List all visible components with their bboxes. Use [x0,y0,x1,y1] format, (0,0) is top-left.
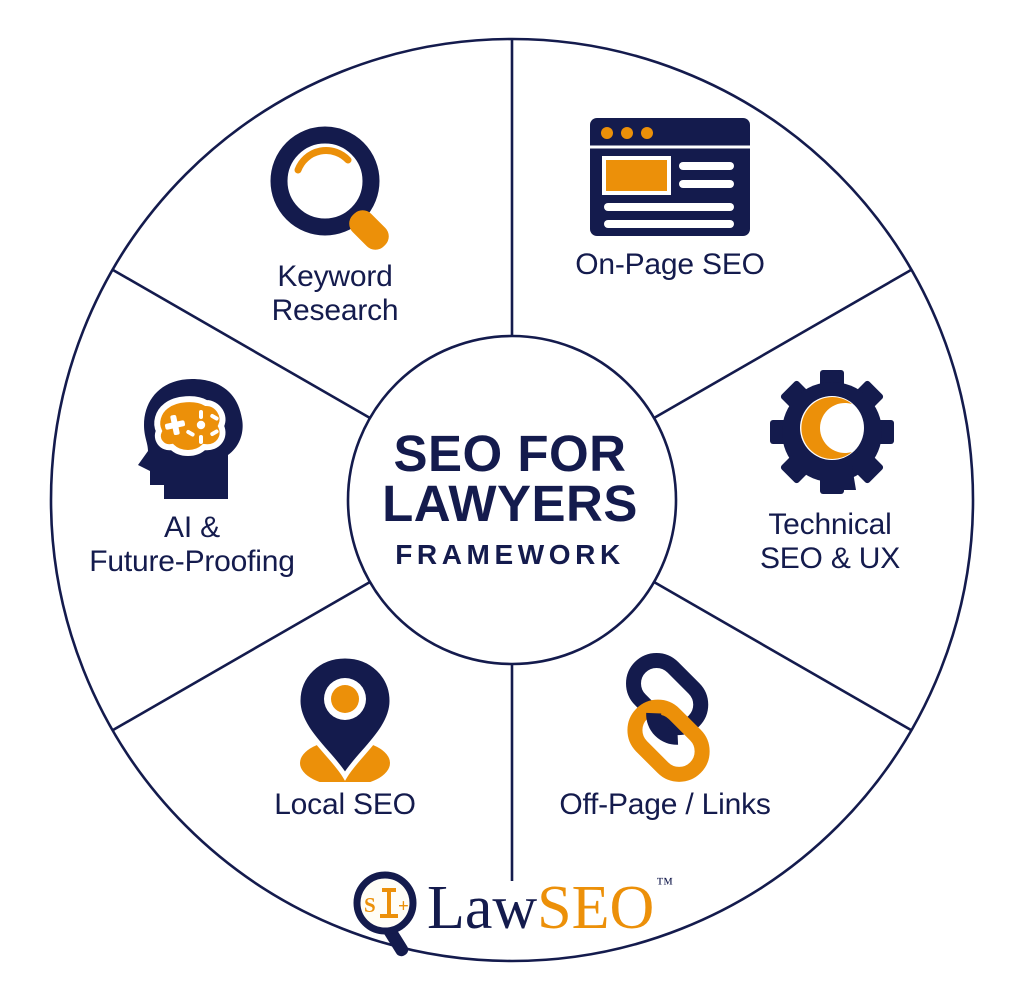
segment-off-page-links[interactable]: Off-Page / Links [535,650,795,822]
browser-text-line-a [679,162,734,170]
brand-name-law: Law [427,874,538,942]
on-page-seo-icon-wrap [540,110,800,242]
browser-text-line-b [679,180,734,188]
segment-label-keyword-research: Keyword Research [271,260,399,327]
map-pin-center-dot [331,685,359,713]
logo-magnifier-ring [353,871,417,935]
chain-link-orange [627,699,710,782]
brand-logo[interactable]: S + Law SEO ™ [0,866,1022,958]
gear-head-neck [820,466,856,490]
brain-head-icon [138,379,243,499]
segment-keyword-research[interactable]: Keyword Research [205,122,465,327]
brain-ai-sparkle-dots [186,410,219,444]
brand-name-seo: SEO [537,874,655,942]
magnifier-glare-arc [294,147,352,174]
chain-link-icon [626,652,710,782]
segment-on-page-seo[interactable]: On-Page SEO [540,110,800,282]
logo-lens-glyphs: S + [364,888,409,918]
map-pin-icon [295,653,395,782]
segment-technical-seo-ux[interactable]: Technical SEO & UX [700,370,960,575]
segment-label-on-page-seo: On-Page SEO [575,248,765,281]
browser-dot-1 [601,127,613,139]
gear-head-icon [770,370,894,494]
brand-trademark-symbol: ™ [656,874,673,893]
gear-crescent [801,397,852,459]
browser-text-line-c [604,203,734,211]
magnifier-scales-logo-icon: S + [353,871,417,957]
magnifier-ring [270,126,380,236]
hub-title-line-2: LAWYERS [382,474,638,532]
hub-subtitle: FRAMEWORK [395,538,625,570]
ai-future-proofing-icon-wrap [62,373,322,505]
hub-text-block: SEO FOR LAWYERS FRAMEWORK [345,335,675,665]
logo-s-glyph: S [364,893,376,917]
divider-lower-right [653,580,912,732]
magnifying-glass-icon [270,126,389,250]
browser-dot-2 [621,127,633,139]
segment-label-technical-seo-ux: Technical SEO & UX [759,508,901,575]
brain-shape [154,396,226,456]
browser-text-line-d [604,220,734,228]
segment-label-local-seo: Local SEO [274,788,416,821]
logo-plus-glyph: + [398,896,409,917]
segment-local-seo[interactable]: Local SEO [215,650,475,822]
divider-upper-right [653,268,912,420]
browser-dot-3 [641,127,653,139]
technical-seo-icon-wrap [700,370,960,502]
hub-title-line-1: SEO FOR [393,425,627,483]
magnifier-handle [349,210,389,250]
chain-link-navy-overlap [646,712,679,745]
divider-upper-left [112,268,371,420]
segment-dividers [112,39,912,881]
brain-plus-symbol [164,414,186,436]
browser-hero-image [602,156,671,195]
segment-label-ai-future-proofing: AI & Future-Proofing [89,511,295,578]
keyword-research-icon-wrap [205,122,465,254]
local-seo-icon-wrap [215,650,475,782]
divider-lower-left [112,580,371,732]
browser-window-icon [590,118,750,236]
off-page-links-icon-wrap [535,650,795,782]
segment-label-off-page-links: Off-Page / Links [559,788,771,821]
segment-ai-future-proofing[interactable]: AI & Future-Proofing [62,373,322,578]
